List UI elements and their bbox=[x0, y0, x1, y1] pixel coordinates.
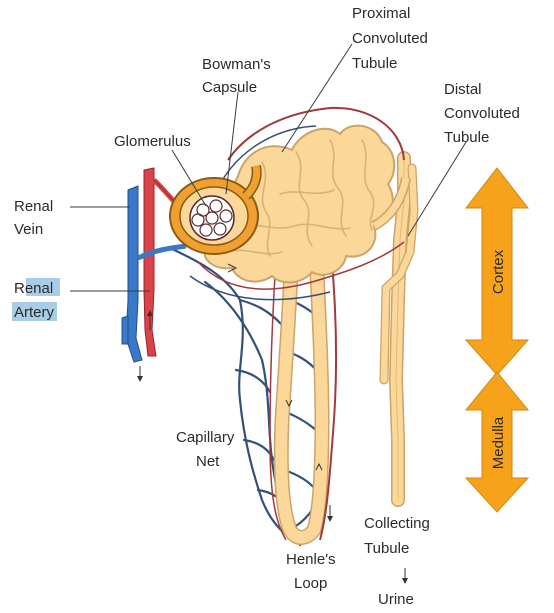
svg-text:Convoluted: Convoluted bbox=[352, 30, 428, 47]
svg-text:Tubule: Tubule bbox=[352, 55, 397, 72]
label-renal-artery: Renal Artery bbox=[12, 278, 60, 321]
medulla-label: Medulla bbox=[490, 416, 507, 469]
svg-text:Vein: Vein bbox=[14, 221, 43, 238]
svg-text:Artery: Artery bbox=[14, 304, 55, 321]
label-proximal-convoluted-tubule: Proximal Convoluted Tubule bbox=[352, 5, 428, 72]
svg-text:Renal: Renal bbox=[14, 198, 53, 215]
label-glomerulus: Glomerulus bbox=[114, 133, 191, 150]
svg-text:Tubule: Tubule bbox=[444, 129, 489, 146]
label-capillary-net: Capillary Net bbox=[176, 429, 235, 470]
zone-arrows: Cortex Medulla bbox=[466, 168, 528, 512]
label-henles-loop: Henle's Loop bbox=[286, 551, 336, 592]
svg-text:Net: Net bbox=[196, 453, 220, 470]
svg-text:Convoluted: Convoluted bbox=[444, 105, 520, 122]
label-collecting-tubule: Collecting Tubule bbox=[364, 515, 430, 557]
svg-text:Capsule: Capsule bbox=[202, 79, 257, 96]
label-renal-vein: Renal Vein bbox=[14, 198, 53, 238]
glomerulus bbox=[190, 196, 234, 240]
svg-text:Henle's: Henle's bbox=[286, 551, 336, 568]
label-distal-convoluted-tubule: Distal Convoluted Tubule bbox=[444, 81, 520, 146]
cortex-label: Cortex bbox=[490, 249, 507, 294]
capillary-net bbox=[170, 248, 324, 545]
svg-text:Tubule: Tubule bbox=[364, 540, 409, 557]
svg-text:Capillary: Capillary bbox=[176, 429, 235, 446]
svg-text:Loop: Loop bbox=[294, 575, 327, 592]
svg-text:Renal: Renal bbox=[14, 280, 53, 297]
svg-text:Distal: Distal bbox=[444, 81, 482, 98]
svg-text:Collecting: Collecting bbox=[364, 515, 430, 532]
label-urine: Urine bbox=[378, 591, 414, 608]
label-bowmans-capsule: Bowman's Capsule bbox=[202, 56, 271, 96]
svg-text:Proximal: Proximal bbox=[352, 5, 410, 22]
svg-text:Bowman's: Bowman's bbox=[202, 56, 271, 73]
